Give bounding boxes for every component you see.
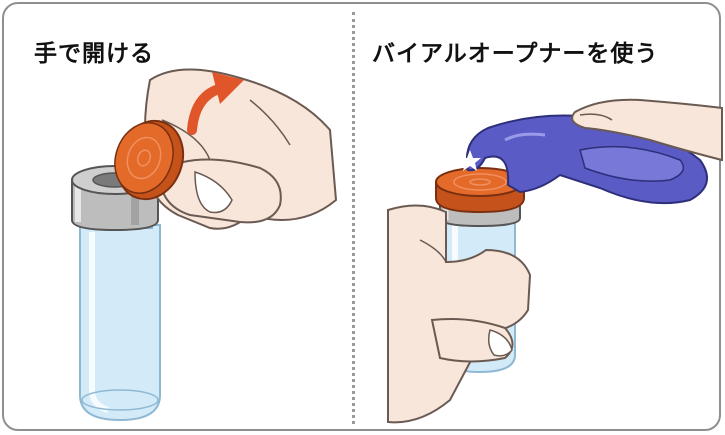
panel-title-by-hand: 手で開ける bbox=[34, 41, 154, 67]
panel-title-vial-opener: バイアルオープナーを使う bbox=[372, 41, 659, 67]
vial-left bbox=[71, 165, 161, 422]
hand-opening-illustration bbox=[71, 68, 338, 422]
orange-cap-left bbox=[114, 119, 185, 201]
dotted-divider bbox=[352, 12, 355, 424]
rotate-arrow-icon bbox=[187, 72, 244, 135]
